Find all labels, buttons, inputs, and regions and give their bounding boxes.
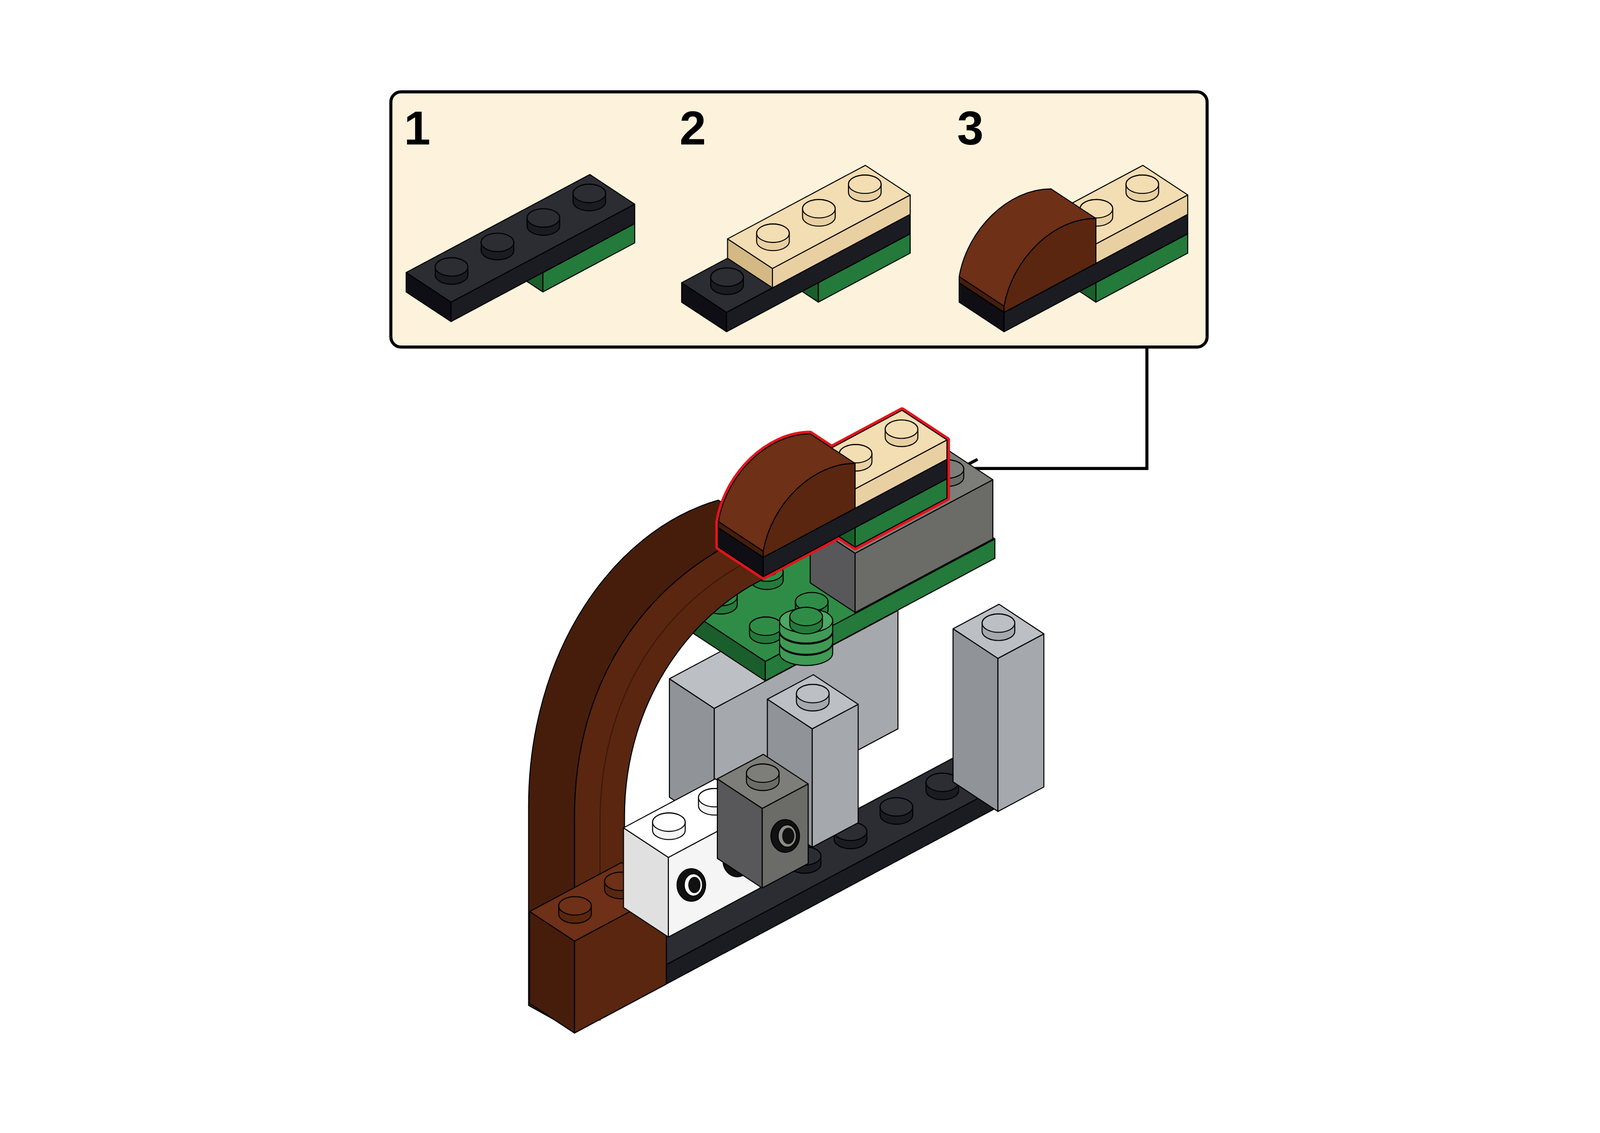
technic-hole: [676, 868, 706, 902]
stud-side: [526, 208, 560, 236]
highlight-outline: [718, 409, 947, 577]
stud-top: [749, 616, 783, 636]
slope-end: [718, 521, 764, 557]
stud-side: [481, 233, 515, 260]
stud-top: [981, 613, 1015, 633]
stud-side: [848, 174, 882, 202]
stud-top: [880, 797, 914, 816]
slope-front: [763, 463, 856, 558]
stud-top: [746, 763, 780, 783]
stud-side: [885, 419, 918, 447]
stud-top: [848, 174, 882, 194]
base-plate-front: [574, 768, 1034, 1033]
slope-front: [1004, 218, 1096, 313]
stud-top: [802, 199, 836, 219]
stud-side: [981, 613, 1015, 641]
technic-hole: [771, 819, 800, 853]
stud-side: [746, 763, 780, 791]
stud-top: [572, 184, 606, 203]
tan-plate-top: [727, 165, 911, 269]
step-2-assembly: [681, 165, 911, 332]
stud-side: [756, 223, 790, 251]
stud-top: [710, 267, 744, 287]
slope-end: [959, 276, 1005, 313]
stud-top: [435, 257, 468, 277]
stud-side: [572, 184, 606, 211]
stud-top: [885, 419, 918, 439]
placed-assembly: [718, 409, 947, 577]
stud-side: [749, 616, 783, 644]
stud-top: [796, 684, 829, 703]
stud-side: [790, 607, 823, 634]
light-gray-brick-front: [812, 704, 859, 848]
callout-number: 2: [679, 104, 707, 152]
black-plate-top: [406, 174, 635, 302]
stud-top: [790, 607, 823, 626]
light-gray-column-side: [952, 628, 999, 811]
stud-side: [435, 257, 468, 285]
leader-line: [963, 346, 1148, 469]
stud-top: [1125, 174, 1159, 194]
stud-top: [652, 812, 686, 832]
step-3-assembly: [959, 165, 1188, 332]
stud-top: [558, 896, 592, 915]
technic-hole-core: [688, 876, 701, 893]
callout-number: 3: [957, 104, 984, 152]
stud-side: [710, 267, 744, 295]
light-gray-column-top: [952, 603, 1044, 658]
stud-top: [526, 208, 560, 228]
dark-gray-technic-brick-top: [717, 753, 809, 809]
main-model: [528, 449, 1045, 1033]
technic-hole-inner: [684, 873, 703, 896]
step-1-assembly: [406, 174, 635, 322]
stud-side: [652, 812, 686, 840]
callout-number: 1: [404, 104, 431, 152]
technic-hole-core: [781, 827, 795, 844]
callout-panel: [390, 91, 1208, 347]
technic-hole-inner: [778, 824, 797, 847]
stud-side: [885, 419, 918, 447]
stud-top: [481, 233, 515, 252]
stud-side: [558, 896, 592, 924]
stud-top: [756, 223, 790, 243]
light-gray-column-front: [998, 633, 1045, 812]
stud-side: [796, 684, 829, 711]
stud-side: [802, 199, 836, 227]
stud-side: [880, 797, 914, 824]
stud-top: [885, 419, 918, 439]
stud-side: [1125, 174, 1159, 202]
light-gray-brick-top: [767, 674, 858, 729]
